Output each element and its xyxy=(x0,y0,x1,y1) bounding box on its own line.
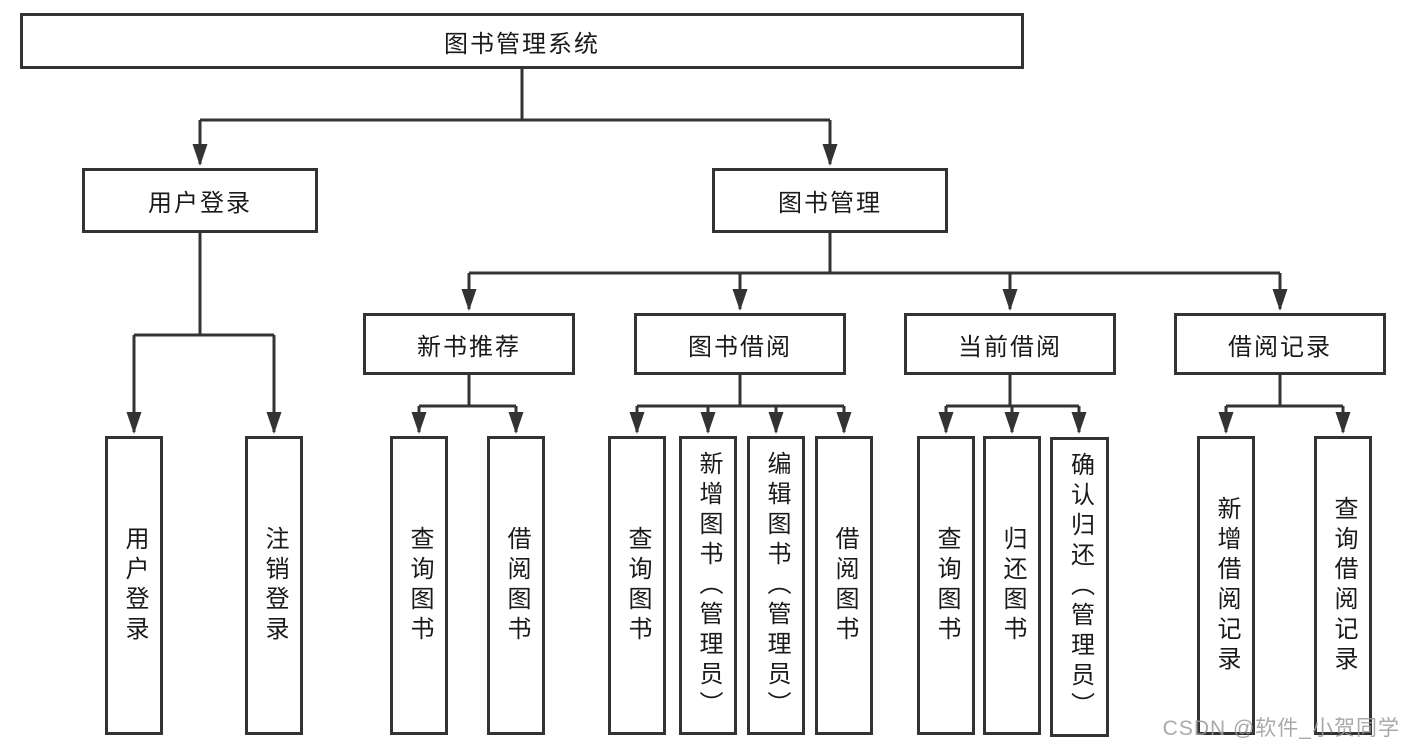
node-label: 注销登录 xyxy=(261,525,288,646)
node-label: 查询图书 xyxy=(933,525,960,646)
watermark: CSDN @软件_小贺同学 xyxy=(1162,717,1400,740)
node-label: 归还图书 xyxy=(999,525,1026,646)
leaf-query-books-1: 查询图书 xyxy=(390,436,448,735)
node-label: 查询图书 xyxy=(624,525,651,646)
leaf-borrow-books-2: 借阅图书 xyxy=(815,436,873,735)
leaf-add-borrow-record: 新增借阅记录 xyxy=(1197,436,1255,735)
node-label: 借阅记录 xyxy=(1228,333,1332,361)
node-label: 新书推荐 xyxy=(417,333,521,361)
node-label: 用户登录 xyxy=(148,190,252,217)
node-label: 图书借阅 xyxy=(688,333,792,361)
leaf-return-book: 归还图书 xyxy=(983,436,1041,735)
node-label: 新增借阅记录 xyxy=(1213,495,1240,676)
node-label: 新增图书（管理员） xyxy=(695,450,722,721)
leaf-query-books-3: 查询图书 xyxy=(917,436,975,735)
node-label: 借阅图书 xyxy=(831,525,858,646)
node-current-borrowing: 当前借阅 xyxy=(904,313,1116,375)
node-label: 查询借阅记录 xyxy=(1330,495,1357,676)
node-label: 查询图书 xyxy=(406,525,433,646)
leaf-query-borrow-record: 查询借阅记录 xyxy=(1314,436,1372,735)
node-label: 当前借阅 xyxy=(958,333,1062,361)
node-new-book-recommend: 新书推荐 xyxy=(363,313,575,375)
leaf-query-books-2: 查询图书 xyxy=(608,436,666,735)
node-label: 借阅图书 xyxy=(503,525,530,646)
node-borrowing-records: 借阅记录 xyxy=(1174,313,1386,375)
leaf-borrow-books-1: 借阅图书 xyxy=(487,436,545,735)
node-label: 用户登录 xyxy=(121,525,148,646)
node-book-borrowing: 图书借阅 xyxy=(634,313,846,375)
leaf-edit-book-admin: 编辑图书（管理员） xyxy=(747,436,805,735)
node-label: 图书管理 xyxy=(778,190,882,217)
leaf-user-login: 用户登录 xyxy=(105,436,163,735)
node-user-login: 用户登录 xyxy=(82,168,318,233)
node-label: 图书管理系统 xyxy=(444,30,600,58)
node-book-management: 图书管理 xyxy=(712,168,948,233)
node-label: 编辑图书（管理员） xyxy=(763,450,790,721)
leaf-confirm-return-admin: 确认归还（管理员） xyxy=(1050,437,1109,737)
node-root: 图书管理系统 xyxy=(20,13,1024,69)
leaf-logout: 注销登录 xyxy=(245,436,303,735)
leaf-add-book-admin: 新增图书（管理员） xyxy=(679,436,737,735)
node-label: 确认归还（管理员） xyxy=(1066,452,1094,722)
